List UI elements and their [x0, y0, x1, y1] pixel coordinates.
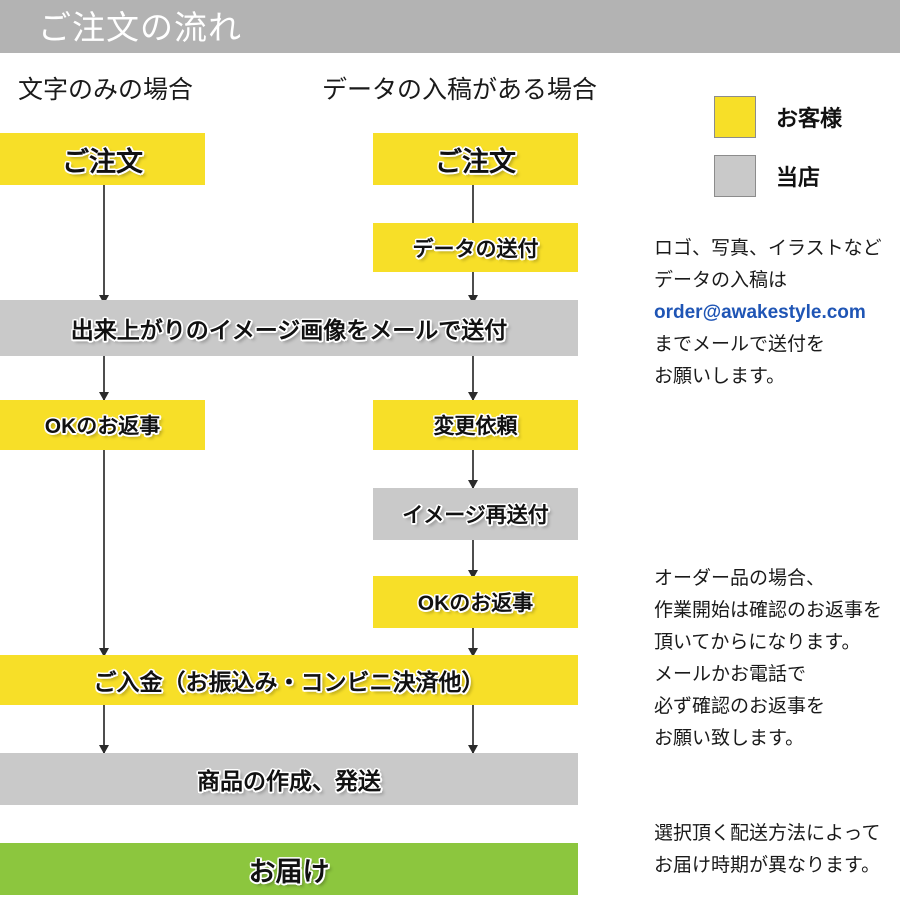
connector-left-order-to-image	[103, 185, 105, 300]
connector-right-image-to-change	[472, 356, 474, 400]
arrowhead-right-payment-to-production	[468, 745, 478, 754]
legend-swatch-customer	[714, 96, 756, 138]
note-data-submission: ロゴ、写真、イラストなど データの入稿は order@awakestyle.co…	[654, 233, 894, 393]
connector-right-ok-to-payment	[472, 628, 474, 658]
flow-box-left-ok-reply[interactable]: OKのお返事	[0, 400, 205, 450]
legend-label-customer: お客様	[776, 106, 843, 131]
arrowhead-left-order-to-image	[99, 295, 109, 304]
note-line: お届け時期が異なります。	[654, 855, 881, 876]
connector-left-ok-to-payment	[103, 450, 105, 655]
page-title: ご注文の流れ	[38, 9, 242, 46]
arrowhead-right-data-to-image	[468, 295, 478, 304]
flow-box-delivery[interactable]: お届け	[0, 843, 578, 895]
flow-box-right-data-send[interactable]: データの送付	[373, 223, 578, 272]
arrowhead-right-change-to-resend	[468, 480, 478, 489]
legend-label-store: 当店	[776, 165, 821, 190]
flow-box-production-shipping[interactable]: 商品の作成、発送	[0, 753, 578, 805]
arrowhead-right-resend-to-ok	[468, 570, 478, 579]
legend-swatch-store	[714, 155, 756, 197]
header-bar	[0, 0, 900, 53]
connector-right-change-to-resend	[472, 450, 474, 488]
note-line: メールかお電話で	[654, 664, 807, 685]
arrowhead-right-ok-to-payment	[468, 648, 478, 657]
note-line: 必ず確認のお返事を	[654, 696, 826, 717]
flow-box-image-email-send[interactable]: 出来上がりのイメージ画像をメールで送付	[0, 300, 578, 356]
legend-item-customer: お客様	[714, 96, 842, 138]
flow-box-right-order[interactable]: ご注文	[373, 133, 578, 185]
note-shipping-timing: 選択頂く配送方法によって お届け時期が異なります。	[654, 818, 894, 882]
note-line: までメールで送付を	[654, 334, 826, 355]
connector-right-data-to-image	[472, 272, 474, 300]
connector-right-resend-to-ok	[472, 540, 474, 578]
flow-box-right-change-request[interactable]: 変更依頼	[373, 400, 578, 450]
arrowhead-left-payment-to-production	[99, 745, 109, 754]
note-order-confirmation: オーダー品の場合、 作業開始は確認のお返事を 頂いてからになります。 メールかお…	[654, 563, 894, 755]
note-line: お願い致します。	[654, 728, 805, 749]
note-line: 選択頂く配送方法によって	[654, 823, 881, 844]
flow-box-right-ok-reply[interactable]: OKのお返事	[373, 576, 578, 628]
legend-item-store: 当店	[714, 155, 842, 197]
connector-left-payment-to-production	[103, 705, 105, 753]
column-caption-text-only: 文字のみの場合	[18, 76, 194, 104]
email-link[interactable]: order@awakestyle.com	[654, 302, 866, 323]
arrowhead-left-ok-to-payment	[99, 648, 109, 657]
note-line: オーダー品の場合、	[654, 568, 826, 589]
note-line: ロゴ、写真、イラストなど	[654, 238, 882, 259]
flow-box-payment[interactable]: ご入金（お振込み・コンビニ決済他）	[0, 655, 578, 705]
connector-left-image-to-ok	[103, 356, 105, 400]
connector-right-order-to-data	[472, 185, 474, 223]
note-line: 頂いてからになります。	[654, 632, 861, 653]
flow-box-left-order[interactable]: ご注文	[0, 133, 205, 185]
legend: お客様 当店	[714, 96, 842, 214]
column-caption-with-data: データの入稿がある場合	[322, 76, 598, 104]
arrowhead-right-image-to-change	[468, 392, 478, 401]
note-line: データの入稿は	[654, 270, 788, 291]
flow-box-right-image-resend[interactable]: イメージ再送付	[373, 488, 578, 540]
note-line: お願いします。	[654, 366, 786, 387]
arrowhead-left-image-to-ok	[99, 392, 109, 401]
note-line: 作業開始は確認のお返事を	[654, 600, 883, 621]
connector-right-payment-to-production	[472, 705, 474, 753]
